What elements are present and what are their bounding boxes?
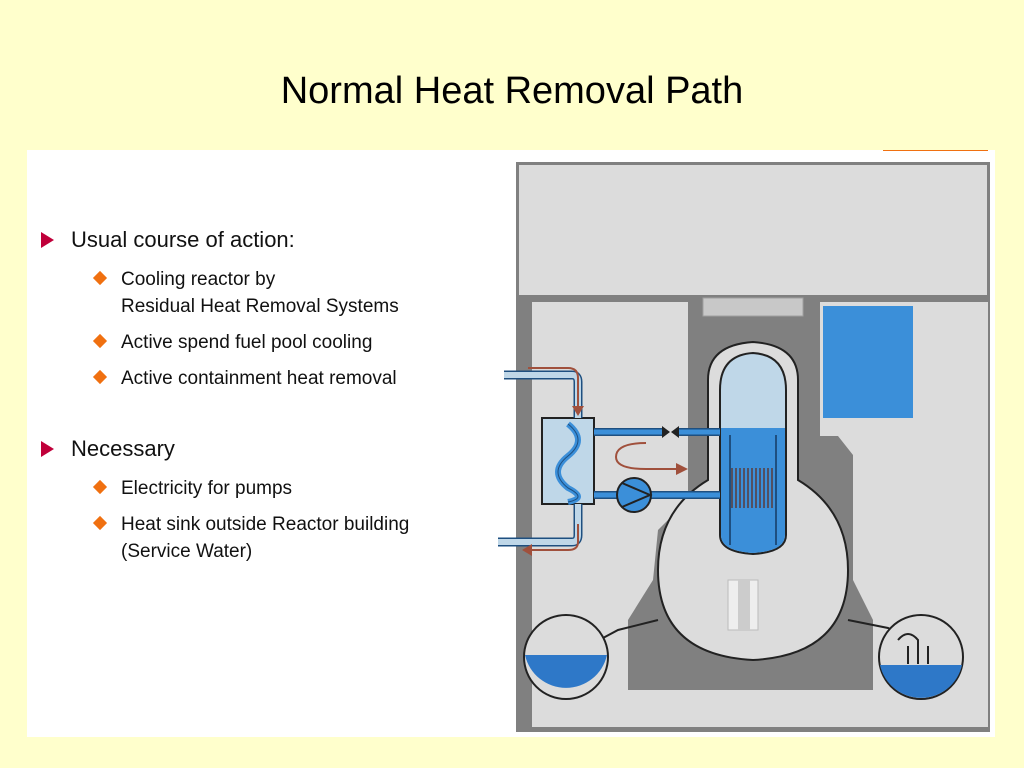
bullet-text: Necessary — [71, 436, 175, 461]
flow-arrow-head — [572, 406, 584, 416]
service-floor — [519, 165, 987, 295]
sub-bullet-text: Heat sink outside Reactor building (Serv… — [121, 514, 410, 562]
sub-bullet-text: Electricity for pumps — [121, 478, 293, 499]
sub-bullet-list: Electricity for pumps Heat sink outside … — [37, 475, 507, 565]
diamond-bullet-icon — [92, 479, 108, 495]
containment-head — [702, 297, 804, 317]
bullet-usual-course: Usual course of action: — [37, 226, 507, 254]
heat-exchanger-coil-outline — [557, 423, 579, 503]
flow-arrow-head — [676, 463, 688, 475]
flow-arrow-icon — [530, 524, 579, 551]
diamond-bullet-icon — [92, 369, 108, 385]
diamond-bullet-icon — [92, 270, 108, 286]
triangle-bullet-icon — [41, 441, 54, 457]
sub-bullet-item: Cooling reactor by Residual Heat Removal… — [37, 266, 507, 320]
diamond-bullet-icon — [92, 333, 108, 349]
wetwell-right-water — [880, 665, 962, 698]
flow-arrow-head — [522, 544, 532, 556]
bullet-list: Usual course of action: Cooling reactor … — [37, 226, 507, 574]
flow-arrow-icon — [614, 442, 678, 470]
sub-bullet-item: Active containment heat removal — [37, 365, 507, 392]
vent-duct-left — [602, 619, 659, 639]
spent-fuel-pool — [823, 306, 913, 418]
sub-bullet-item: Active spend fuel pool cooling — [37, 329, 507, 356]
vent-pipes — [897, 633, 929, 664]
reactor-core — [731, 468, 773, 508]
bullet-necessary: Necessary — [37, 435, 507, 463]
pedestal-inner — [738, 580, 750, 630]
sub-bullet-item: Electricity for pumps — [37, 475, 507, 502]
sub-bullet-item: Heat sink outside Reactor building (Serv… — [37, 511, 507, 565]
flow-arrow-icon — [528, 367, 579, 408]
bullet-text: Usual course of action: — [71, 227, 295, 252]
wetwell-left-water — [525, 655, 607, 688]
diamond-bullet-icon — [92, 515, 108, 531]
triangle-bullet-icon — [41, 232, 54, 248]
sub-bullet-text: Active containment heat removal — [121, 368, 397, 389]
sub-bullet-list: Cooling reactor by Residual Heat Removal… — [37, 266, 507, 392]
isolation-valve-icon — [662, 426, 679, 438]
reactor-building-diagram — [498, 150, 990, 732]
sub-bullet-text: Active spend fuel pool cooling — [121, 332, 373, 353]
pump-impeller — [621, 482, 653, 508]
sub-bullet-text: Cooling reactor by Residual Heat Removal… — [121, 269, 399, 317]
content-panel: Usual course of action: Cooling reactor … — [27, 150, 995, 737]
reactor-water — [721, 428, 785, 553]
slide-title: Normal Heat Removal Path — [280, 70, 744, 112]
